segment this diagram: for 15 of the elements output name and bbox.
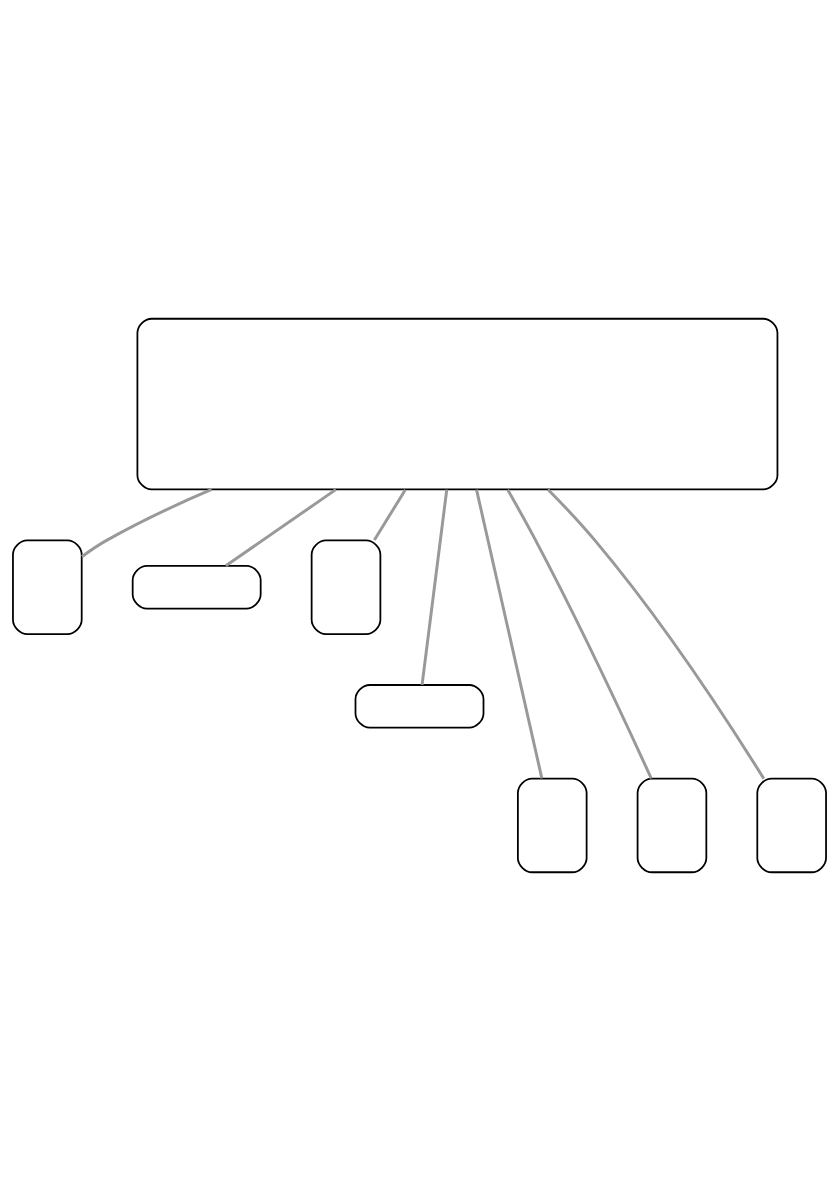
node-box [12, 539, 83, 635]
node-box [636, 777, 708, 874]
node-box [354, 684, 485, 729]
node-box [310, 539, 382, 635]
connector [546, 488, 766, 780]
node-box [131, 565, 262, 610]
connector [373, 489, 407, 541]
node-box [517, 777, 588, 874]
connector [225, 488, 337, 567]
connector [81, 488, 213, 558]
connector [475, 489, 544, 779]
node-box [756, 777, 827, 874]
connector [506, 489, 653, 780]
connector [420, 489, 449, 686]
node-box [136, 317, 779, 491]
